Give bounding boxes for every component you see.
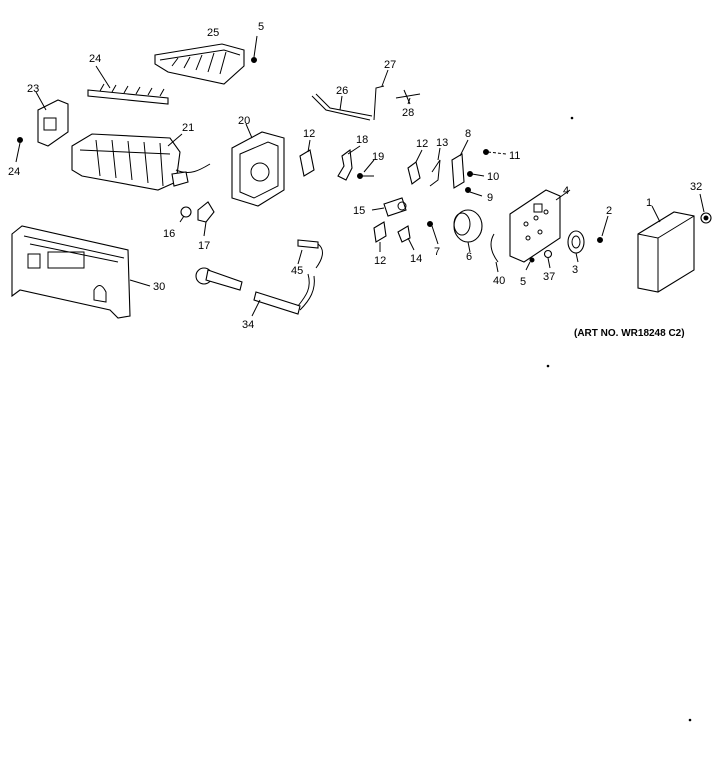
art-number-note: (ART NO. WR18248 C2)	[574, 328, 685, 339]
part-23-bracket	[35, 91, 69, 147]
part-20-housing	[231, 123, 285, 207]
callout-12-upper: 12	[303, 128, 315, 140]
part-32-grommet	[699, 193, 712, 224]
part-10-screw	[467, 171, 485, 177]
callout-17: 17	[198, 240, 210, 252]
part-37-nut	[543, 249, 553, 269]
callout-6: 6	[466, 251, 472, 263]
part-8-bracket	[451, 139, 469, 189]
callout-34: 34	[242, 319, 254, 331]
part-6-motor	[453, 209, 483, 253]
callout-21: 21	[182, 122, 194, 134]
part-34-harness	[251, 273, 315, 317]
part-25-ejector	[87, 65, 169, 105]
part-12-switch-c	[373, 221, 387, 252]
callout-27: 26	[336, 85, 348, 97]
part-9-screw	[465, 187, 483, 197]
callout-19: 19	[372, 151, 384, 163]
part-16-nut	[179, 206, 192, 223]
part-24-screw-left	[15, 137, 23, 163]
callout-4: 4	[563, 185, 569, 197]
part-5-screw	[525, 257, 535, 271]
callout-30: 30	[153, 281, 165, 293]
part-14-clip	[397, 225, 415, 251]
part-17-cam	[197, 201, 215, 237]
callout-3: 3	[572, 264, 578, 276]
part-2-screw	[597, 215, 609, 243]
part-27-rod	[311, 93, 373, 121]
callout-16: 16	[163, 228, 175, 240]
part-7-screw	[427, 221, 439, 245]
callout-13: 13	[436, 137, 448, 149]
part-13-spring	[429, 147, 441, 187]
part-45-plug	[297, 239, 323, 269]
callout-5: 5	[520, 276, 526, 288]
callout-1: 1	[646, 197, 652, 209]
part-28-arm	[373, 69, 389, 121]
part-1-cover-box	[637, 205, 695, 293]
scan-speck	[546, 364, 550, 368]
callout-2: 2	[606, 205, 612, 217]
callout-7: 7	[434, 246, 440, 258]
callout-12-middle: 12	[416, 138, 428, 150]
part-19-screw	[357, 159, 375, 179]
scan-speck	[688, 718, 692, 722]
callout-15: 15	[353, 205, 365, 217]
part-12-switch-a	[299, 139, 315, 177]
callout-11: 11	[509, 150, 520, 162]
callout-25: 24	[89, 53, 101, 65]
callout-20: 20	[238, 115, 250, 127]
callout-9: 9	[487, 192, 493, 204]
part-11-screw	[483, 149, 507, 155]
callout-14: 14	[410, 253, 422, 265]
part-12-switch-b	[407, 149, 423, 185]
callout-12-lower: 12	[374, 255, 386, 267]
callout-10: 10	[487, 171, 499, 183]
callout-24-top: 5	[258, 21, 264, 33]
part-29-pin	[395, 89, 421, 105]
part-24-screw-top	[251, 35, 258, 63]
part-30-cover-panel	[11, 225, 151, 319]
callout-40: 40	[493, 275, 505, 287]
callout-23: 23	[27, 83, 39, 95]
fill-tube	[195, 267, 243, 291]
part-15-valve	[371, 197, 407, 217]
callout-32: 32	[690, 181, 702, 193]
callout-29: 28	[402, 107, 414, 119]
part-21-ice-mold	[71, 133, 211, 191]
part-4-mounting-plate	[509, 189, 571, 263]
callout-18: 18	[356, 134, 368, 146]
callout-45: 45	[291, 265, 303, 277]
scan-speck	[570, 116, 574, 120]
callout-26: 25	[207, 27, 219, 39]
part-3-gear	[567, 230, 585, 263]
callout-24-left: 24	[8, 166, 20, 178]
callout-28: 27	[384, 59, 396, 71]
part-18-lever	[337, 145, 361, 181]
callout-8: 8	[465, 128, 471, 140]
part-40-wire	[490, 233, 499, 273]
callout-37: 37	[543, 271, 555, 283]
part-26-cover	[154, 43, 245, 85]
